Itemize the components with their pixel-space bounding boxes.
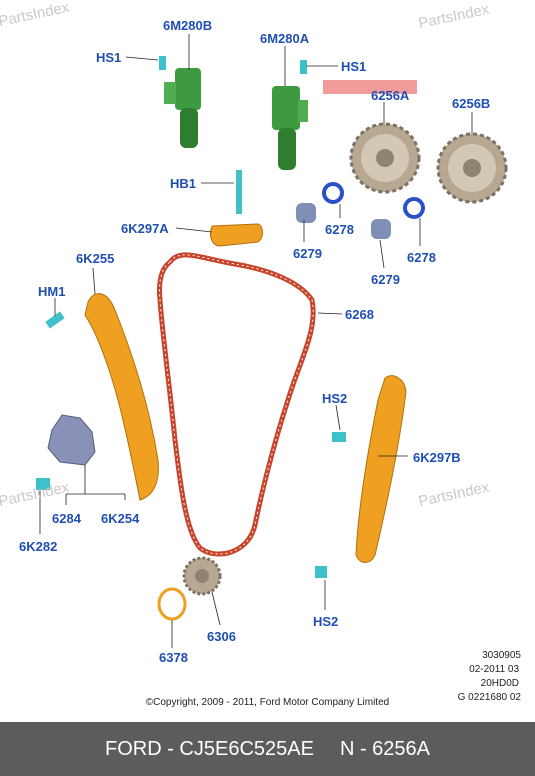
footer-ref: N - 6256A [339,737,431,760]
label-6K254[interactable]: 6K254 [101,511,140,526]
o-ring-6378 [157,587,187,621]
meta-line-2: 02-2011 03 [469,664,519,675]
label-6K255[interactable]: 6K255 [76,251,115,266]
solenoid-6M280A [272,86,308,170]
label-6278-a[interactable]: 6278 [325,222,354,237]
copyright: ©Copyright, 2009 - 2011, Ford Motor Comp… [145,697,390,708]
bolt-hm1 [45,311,65,329]
crank-sprocket-6306 [182,556,222,596]
selected-part-highlight [323,80,417,94]
footer-bar: FORD - CJ5E6C525AE N - 6256A [0,722,535,776]
label-6279-a[interactable]: 6279 [293,246,322,261]
washer-6278-a [322,182,344,204]
label-hb1[interactable]: HB1 [170,176,197,191]
washer-6278-b [403,197,425,219]
label-6268[interactable]: 6268 [345,307,374,322]
label-6278-b[interactable]: 6278 [407,250,436,265]
bolt-hs1-left [159,56,166,70]
label-hs2-bottom[interactable]: HS2 [313,614,339,629]
meta-line-3: 20HD0D [480,678,519,689]
chain-guide-6K297B [355,375,407,563]
timing-chain-diagram: PartsIndex PartsIndex PartsIndex PartsIn… [0,0,521,708]
chain-guide-6K255 [84,293,159,501]
solenoid-6M280B [164,68,201,148]
tensioner-6K254 [47,414,96,466]
label-hs1-left[interactable]: HS1 [96,50,122,65]
label-6K282[interactable]: 6K282 [19,539,58,554]
bolt-hs1-right [300,60,307,74]
label-hm1[interactable]: HM1 [38,284,66,299]
bolt-hs2-bottom [315,566,327,578]
label-6306[interactable]: 6306 [207,629,236,644]
label-6279-b[interactable]: 6279 [371,272,400,287]
label-6M280A[interactable]: 6M280A [260,31,310,46]
bolt-6279-a [296,203,316,223]
leader-lines [39,34,473,648]
label-6378[interactable]: 6378 [159,650,188,665]
bolt-hb1 [236,170,242,214]
label-6256B[interactable]: 6256B [452,96,491,111]
bolt-6K282 [36,478,50,490]
label-6M280B[interactable]: 6M280B [163,18,213,33]
label-6284[interactable]: 6284 [52,511,81,526]
camshaft-gear-6256B [436,132,508,204]
label-hs1-right[interactable]: HS1 [341,59,367,74]
label-6K297A[interactable]: 6K297A [121,221,169,236]
label-hs2-top[interactable]: HS2 [322,391,348,406]
meta-line-1: 3030905 [482,650,521,661]
label-6K297B[interactable]: 6K297B [413,450,461,465]
footer-part-number: FORD - CJ5E6C525AE [104,737,314,760]
chain-guide-6K297A [209,223,263,247]
bolt-6279-b [371,219,391,239]
label-6256A[interactable]: 6256A [371,88,410,103]
camshaft-gear-6256A [349,122,421,194]
timing-chain-6268 [157,252,316,557]
bolt-hs2-top [332,432,346,442]
meta-line-4: G 0221680 02 [457,692,521,703]
diagram-artwork [36,34,508,648]
